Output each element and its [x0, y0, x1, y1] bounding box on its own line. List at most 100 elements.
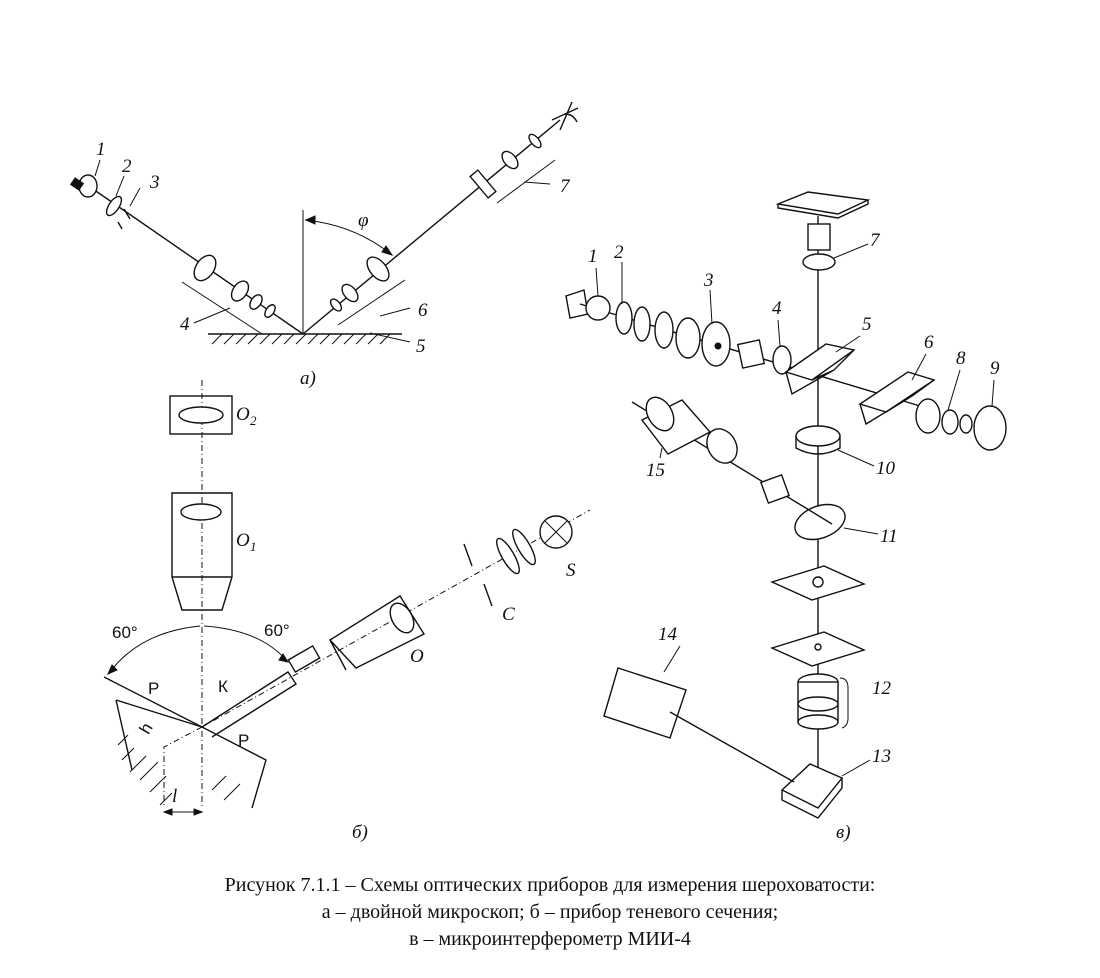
- bracket-4: [181, 281, 263, 335]
- label-l: l: [172, 786, 177, 807]
- slit-tube: [287, 644, 321, 674]
- sublabel-b: б): [352, 822, 368, 843]
- label-5: 5: [416, 336, 426, 357]
- arrowhead: [304, 215, 316, 225]
- objective-8: [941, 409, 959, 435]
- angle-phi: φ: [358, 210, 369, 231]
- label-3: 3: [149, 172, 160, 193]
- eyepiece-v: [807, 223, 831, 251]
- angle-60-right: 60°: [264, 621, 290, 640]
- angle-60-left: 60°: [112, 623, 138, 642]
- objective-o2: [169, 395, 233, 435]
- eyepiece-a: [469, 133, 542, 199]
- plate-upper: [770, 565, 866, 601]
- objective-illum-a: [193, 254, 276, 318]
- arrowhead: [381, 245, 394, 256]
- prism-13: [780, 763, 844, 809]
- label-v15: 15: [646, 460, 665, 481]
- screen-beam: [669, 711, 795, 783]
- label-o: O: [410, 646, 424, 667]
- label-6: 6: [418, 300, 428, 321]
- surface-hatch-a: [211, 333, 391, 345]
- objective-8: [915, 398, 941, 434]
- caption-line-3: в – микроинтерферометр МИИ-4: [409, 928, 691, 950]
- label-v6: 6: [924, 332, 934, 353]
- label-v14: 14: [658, 624, 678, 645]
- label-v8: 8: [956, 348, 966, 369]
- label-1: 1: [96, 139, 106, 160]
- lens-11: [794, 503, 846, 541]
- label-o2: O: [236, 404, 250, 425]
- diaphragm-v: [736, 339, 766, 369]
- label-c: C: [502, 604, 515, 625]
- lens-o: [389, 602, 415, 634]
- label-o2-sub: 2: [250, 413, 257, 428]
- workpiece-hatch-b: [117, 734, 241, 806]
- plate-lower: [770, 631, 866, 667]
- filter-a: [105, 195, 123, 217]
- sublabel-v: в): [836, 822, 851, 843]
- shadow-line: [163, 726, 203, 808]
- lamp-a: [69, 174, 98, 198]
- label-v7: 7: [870, 230, 881, 251]
- caption-line-2: а – двойной микроскоп; б – прибор тенево…: [321, 901, 779, 923]
- mirror-9: [973, 405, 1007, 451]
- light-strip-k: [201, 671, 297, 738]
- label-v9: 9: [990, 358, 1000, 379]
- label-o1: O: [236, 530, 250, 551]
- leader-14: [663, 645, 681, 673]
- label-p1: P: [148, 679, 159, 698]
- beam-splitter-5: [784, 343, 856, 381]
- diagram-a: φ: [69, 101, 579, 389]
- leader-lines-a: [94, 159, 551, 343]
- objective-8: [959, 414, 973, 434]
- lamp-v: [565, 289, 589, 319]
- eye-icon: [551, 101, 579, 131]
- condenser-lens: [512, 528, 536, 566]
- arc-60-right: [203, 625, 287, 661]
- lens-o1: [180, 503, 222, 521]
- camera-lens: [706, 428, 738, 464]
- arc-60-left: [109, 625, 201, 673]
- condenser-v: [615, 301, 633, 335]
- condenser-v: [654, 311, 674, 349]
- objective-obs-a: [329, 256, 390, 312]
- label-v10: 10: [876, 458, 896, 479]
- slit-a: [123, 208, 131, 220]
- slit-c: [483, 583, 493, 607]
- slit-a: [117, 221, 123, 230]
- eyepiece-base: [802, 253, 836, 271]
- sublabel-a: а): [300, 368, 316, 389]
- angle-arc-phi: [304, 219, 393, 256]
- surface-p1: [103, 676, 203, 728]
- label-p2: P: [238, 731, 249, 750]
- bracket-12: [839, 677, 849, 729]
- figure-caption: Рисунок 7.1.1 – Схемы оптических приборо…: [0, 872, 1100, 953]
- label-7: 7: [560, 176, 571, 197]
- screen-14: [603, 667, 687, 739]
- label-v4: 4: [772, 298, 782, 319]
- label-v3: 3: [703, 270, 714, 291]
- objective-o: [328, 595, 426, 671]
- label-v1: 1: [588, 246, 598, 267]
- label-h: h: [135, 719, 156, 737]
- leader-lines-v: [595, 243, 995, 777]
- slit-c: [463, 543, 473, 567]
- label-v11: 11: [880, 526, 898, 547]
- condenser-v: [675, 317, 701, 359]
- lens-4: [772, 345, 792, 375]
- label-v12: 12: [872, 678, 892, 699]
- label-k: К: [218, 677, 228, 696]
- condenser-lens: [496, 537, 520, 575]
- bracket-6: [337, 279, 406, 326]
- label-v5: 5: [862, 314, 872, 335]
- label-4: 4: [180, 314, 190, 335]
- label-o1-sub: 1: [250, 539, 257, 554]
- label-v2: 2: [614, 242, 624, 263]
- label-v13: 13: [872, 746, 891, 767]
- bracket-7: [496, 159, 556, 204]
- workpiece-b: [115, 699, 267, 809]
- diagram-v: 1 2 3 4 5 6 7 8 9 10 11 12 13 14 15 в): [565, 191, 1007, 843]
- lens-10: [795, 425, 841, 447]
